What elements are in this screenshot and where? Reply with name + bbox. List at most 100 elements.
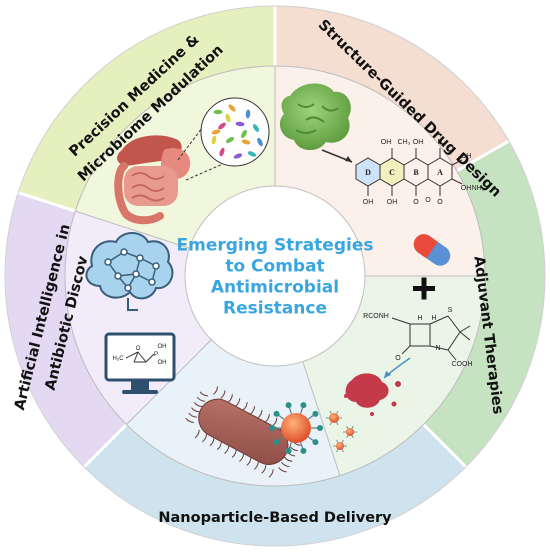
outer-divider xyxy=(83,423,128,468)
outer-segment-ai xyxy=(5,192,127,467)
microbe xyxy=(228,104,236,112)
chem-group-label: O xyxy=(425,197,431,204)
plus-icon xyxy=(413,277,435,300)
flagellum xyxy=(191,407,200,413)
small-nanoparticle xyxy=(346,428,354,436)
chem-group-label: OH xyxy=(461,185,472,192)
network-node xyxy=(120,248,128,256)
chem-group-label: O xyxy=(395,355,401,362)
flagellum xyxy=(202,433,208,443)
center-title-line: to Combat xyxy=(225,257,324,277)
chem-group-label: OH xyxy=(381,139,392,146)
flagellum xyxy=(281,461,290,468)
center-title-line: Resistance xyxy=(223,299,327,319)
nanoparticle-spike xyxy=(351,425,354,429)
ligand xyxy=(269,425,275,431)
arrow-to-blood xyxy=(383,357,411,379)
network-node xyxy=(104,258,112,266)
flagellum xyxy=(253,461,259,470)
chem-group-label: OH xyxy=(363,199,374,206)
microbe xyxy=(241,139,251,145)
chem-group-label: OH xyxy=(387,199,398,206)
flagellum xyxy=(196,396,206,402)
ligand xyxy=(273,410,280,417)
ligand xyxy=(317,425,323,431)
microbe xyxy=(245,109,251,119)
flagellum xyxy=(239,453,245,462)
nanoparticle-spike xyxy=(336,439,339,443)
network-node xyxy=(114,272,122,280)
nanoparticle-spike xyxy=(336,449,339,453)
digestive-system-illustration xyxy=(114,135,191,225)
network-node xyxy=(148,278,156,286)
flagellum xyxy=(185,418,194,424)
nanoparticle-spike xyxy=(346,425,349,429)
chem-group-label: O xyxy=(413,199,419,206)
chem-group-label: RCONH xyxy=(363,313,389,320)
microbe xyxy=(257,137,263,147)
microbe xyxy=(233,153,243,159)
flagellum xyxy=(227,394,233,403)
flagellum xyxy=(261,465,267,474)
nanoparticle-spike xyxy=(336,410,339,414)
chem-group-label: O xyxy=(437,199,443,206)
segment-separators xyxy=(4,5,546,547)
center-circle xyxy=(184,185,366,367)
flagellum xyxy=(246,457,252,466)
chem-group-label: OH xyxy=(158,344,167,350)
microbe xyxy=(211,135,217,145)
flagellum xyxy=(199,391,209,397)
microbe xyxy=(241,129,247,139)
microbiome-magnifier xyxy=(177,97,270,181)
chem-group-label: OH xyxy=(461,153,472,160)
flagellum xyxy=(278,467,287,473)
ligand xyxy=(312,410,319,417)
center-title-line: Antimicrobial xyxy=(211,278,339,298)
network-node xyxy=(124,284,132,292)
nanoparticle-spike xyxy=(341,439,344,443)
flagellum xyxy=(257,410,263,419)
microbe xyxy=(225,137,235,143)
protein-structure-illustration xyxy=(279,83,353,163)
ring-boundary xyxy=(64,65,486,487)
flagellum xyxy=(250,406,256,415)
small-nanoparticle xyxy=(336,442,344,450)
chem-group-label: H₃C xyxy=(112,356,124,362)
flagellum xyxy=(268,469,274,478)
outer-ring xyxy=(5,6,545,546)
flagellum xyxy=(231,449,237,458)
flagellum xyxy=(289,446,298,452)
nanoparticle-spike xyxy=(351,435,354,439)
chem-group-label: N xyxy=(435,345,440,352)
network-node xyxy=(132,270,140,278)
segment-label-line: Nanoparticle-Based Delivery xyxy=(158,510,392,526)
flagellum xyxy=(209,437,215,447)
chem-group-label: OH xyxy=(158,360,167,366)
flagellum xyxy=(224,445,230,454)
flagellum xyxy=(194,429,200,439)
network-node xyxy=(136,254,144,262)
ligand xyxy=(285,402,292,409)
ligand xyxy=(273,439,280,446)
flagellum xyxy=(283,456,293,462)
chem-group-label: CH₃ xyxy=(398,139,411,146)
ligand xyxy=(300,447,307,454)
center-title-line: Emerging Strategies xyxy=(177,236,374,256)
microbe xyxy=(247,151,257,157)
ring-label: A xyxy=(437,168,443,177)
nanoparticle-spike xyxy=(336,422,339,426)
outer-segment-precision xyxy=(18,6,275,212)
chem-group-label: H xyxy=(431,315,436,322)
brain-network-icon xyxy=(85,232,174,311)
nanoparticle-spike xyxy=(341,449,344,453)
chem-group-label: N xyxy=(437,139,442,146)
flagellum xyxy=(216,441,222,451)
outer-divider xyxy=(17,191,76,213)
microbe xyxy=(213,109,223,115)
nanoparticle-spike xyxy=(329,410,332,414)
small-nanoparticle xyxy=(329,413,339,423)
